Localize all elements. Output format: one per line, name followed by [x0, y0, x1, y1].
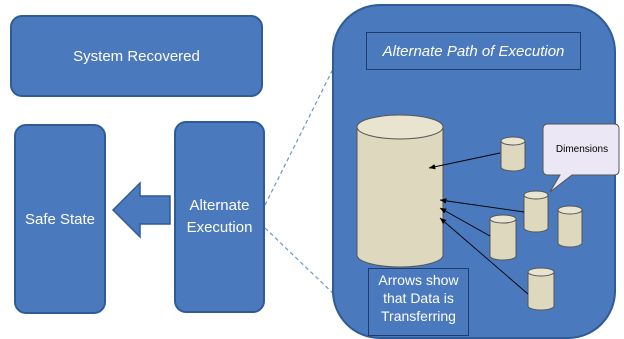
main-data-cylinder — [356, 114, 444, 268]
transfer-caption-text: Arrows show that Data is Transferring — [378, 272, 459, 325]
small-cylinder-5 — [527, 267, 555, 311]
small-cylinder-2 — [523, 190, 549, 233]
safe-state-box: Safe State — [14, 124, 106, 314]
small-cylinder-1 — [500, 136, 526, 172]
dimensions-callout: Dimensions — [543, 124, 621, 174]
panel-title-text: Alternate Path of Execution — [382, 42, 565, 60]
alternate-execution-label: Alternate Execution — [186, 197, 253, 236]
transfer-arrows — [428, 152, 529, 295]
left-arrow-icon — [111, 181, 171, 239]
system-recovered-box: System Recovered — [10, 15, 263, 97]
small-cylinder-3 — [557, 205, 583, 248]
small-cylinder-4 — [489, 214, 517, 261]
system-recovered-label: System Recovered — [73, 47, 200, 65]
panel-title: Alternate Path of Execution — [366, 32, 581, 70]
transfer-caption: Arrows show that Data is Transferring — [368, 268, 469, 336]
dimensions-callout-label: Dimensions — [555, 143, 609, 155]
zoom-connector-bottom — [264, 227, 341, 301]
alternate-execution-box: Alternate Execution — [174, 121, 265, 313]
dimensions-callout-bubble — [542, 123, 620, 193]
safe-state-label: Safe State — [24, 210, 96, 228]
